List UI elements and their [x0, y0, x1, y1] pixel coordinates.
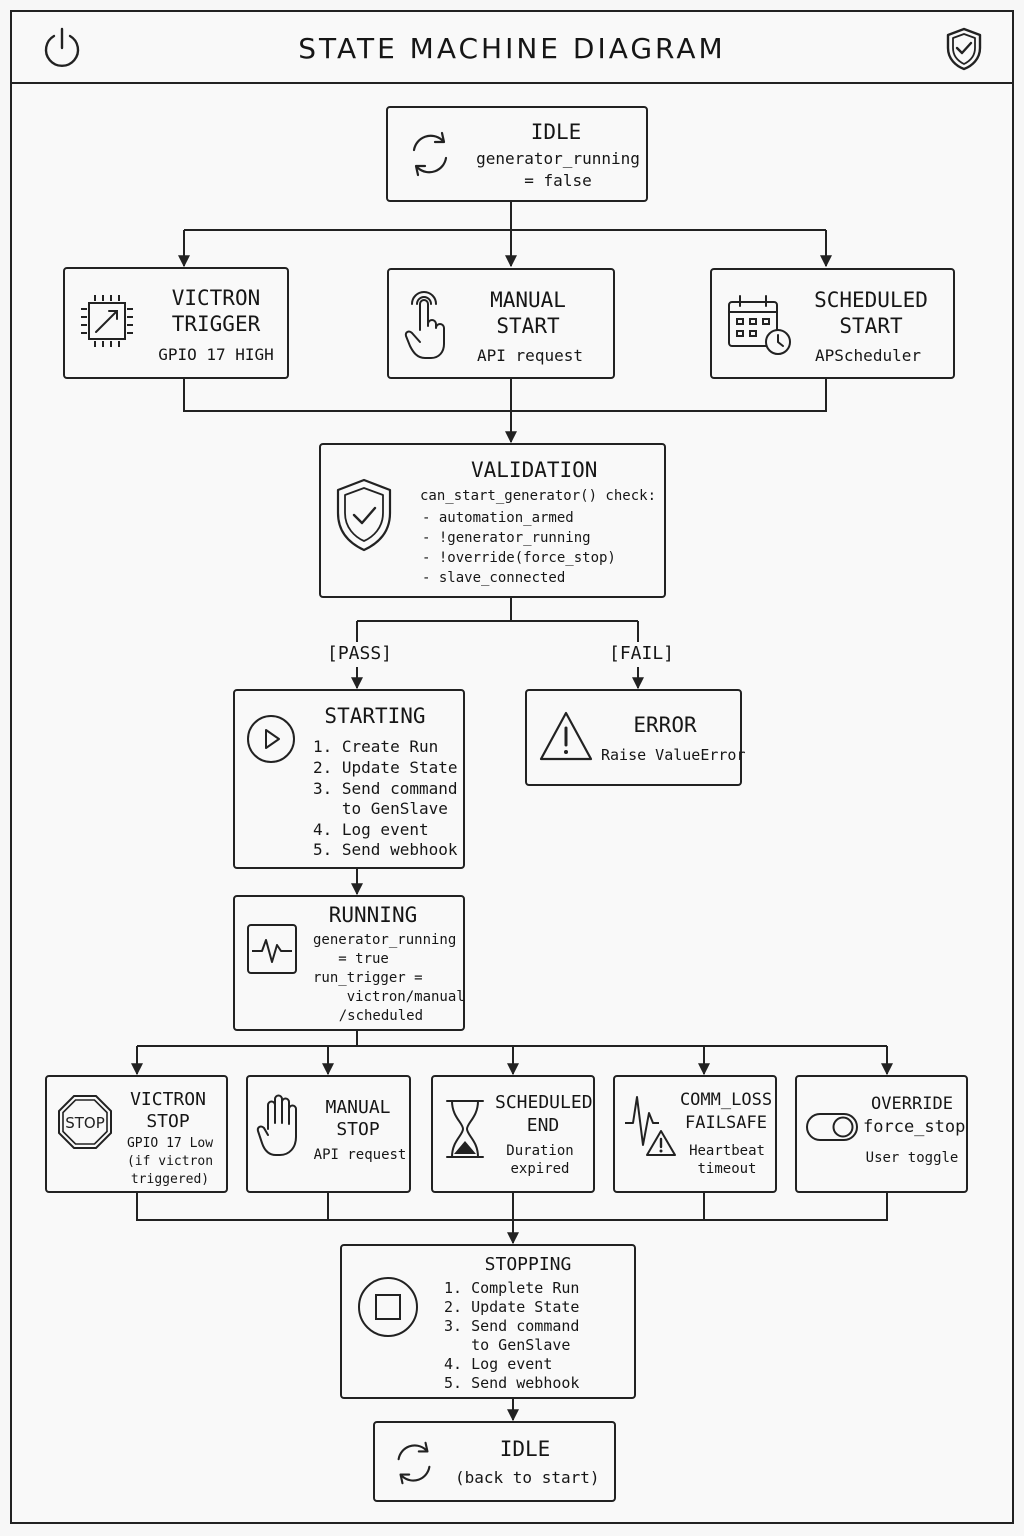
- state-title: MANUAL STOP: [325, 1097, 391, 1140]
- running-detail: = true: [313, 951, 389, 967]
- state-manual-stop: MANUAL STOP API request: [246, 1075, 411, 1193]
- state-scheduled-end: SCHEDULED END Duration expired: [431, 1075, 595, 1193]
- state-running: RUNNING generator_running = true run_tri…: [233, 895, 465, 1031]
- step-item: to GenSlave: [444, 1336, 571, 1354]
- state-detail: APScheduler: [815, 346, 921, 365]
- state-victron-stop: STOP VICTRON STOP GPIO 17 Low (if victro…: [45, 1075, 228, 1193]
- state-title: IDLE: [530, 120, 582, 144]
- state-scheduled-start: SCHEDULED START APScheduler: [710, 268, 955, 379]
- page-title: STATE MACHINE DIAGRAM: [298, 32, 726, 65]
- running-detail: run_trigger =: [313, 970, 423, 986]
- state-detail: API request: [477, 346, 583, 365]
- diagram-header: STATE MACHINE DIAGRAM: [10, 10, 1014, 84]
- validation-check: - slave_connected: [422, 570, 566, 586]
- state-error: ERROR Raise ValueError: [525, 689, 746, 786]
- state-title: VICTRON TRIGGER: [171, 286, 261, 336]
- chip-icon: [81, 295, 133, 347]
- play-icon: [247, 715, 295, 763]
- state-comm-loss-failsafe: COMM_LOSS FAILSAFE Heartbeat timeout: [613, 1075, 777, 1193]
- calendar-clock-icon: [728, 295, 791, 355]
- state-title: VALIDATION: [471, 458, 598, 482]
- state-title: RUNNING: [328, 903, 418, 927]
- hand-icon: [256, 1094, 297, 1156]
- state-title: IDLE: [499, 1437, 551, 1461]
- validation-check: - !override(force_stop): [422, 550, 616, 566]
- running-detail: victron/manual: [313, 989, 465, 1005]
- shield-check-icon: [946, 27, 982, 71]
- validation-check: - !generator_running: [422, 530, 591, 546]
- state-title: STOPPING: [484, 1254, 572, 1275]
- state-detail: Heartbeat timeout: [689, 1143, 765, 1177]
- state-idle-return: IDLE (back to start): [373, 1421, 616, 1502]
- stop-icon: [358, 1277, 418, 1337]
- edge-label-fail: [FAIL]: [609, 643, 675, 664]
- state-detail: (back to start): [455, 1468, 600, 1487]
- running-detail: /scheduled: [305, 1008, 424, 1024]
- state-title: COMM_LOSS FAILSAFE: [679, 1090, 773, 1133]
- edge-label-pass: [PASS]: [327, 643, 393, 664]
- state-detail: GPIO 17 HIGH: [158, 345, 274, 364]
- pulse-icon: [247, 924, 297, 974]
- state-detail: User toggle: [865, 1150, 959, 1166]
- step-item: 3. Send command: [444, 1317, 580, 1335]
- state-victron-trigger: VICTRON TRIGGER GPIO 17 HIGH: [63, 267, 289, 379]
- state-idle: IDLE generator_running = false: [386, 106, 648, 202]
- state-stopping: STOPPING 1. Complete Run 2. Update State…: [340, 1244, 636, 1399]
- validation-check: can_start_generator() check:: [420, 488, 657, 504]
- svg-text:STOP: STOP: [65, 1114, 105, 1132]
- state-title: MANUAL START: [490, 288, 566, 338]
- state-title: STARTING: [324, 704, 426, 728]
- state-manual-start: MANUAL START API request: [387, 268, 615, 379]
- state-starting: STARTING 1. Create Run 2. Update State 3…: [233, 689, 465, 869]
- state-validation: VALIDATION can_start_generator() check: …: [319, 443, 666, 598]
- running-detail: generator_running: [313, 932, 457, 948]
- hourglass-icon: [446, 1100, 484, 1158]
- state-detail: Duration expired: [506, 1143, 574, 1177]
- step-item: 4. Log event: [444, 1355, 553, 1373]
- state-detail: GPIO 17 Low (if victron triggered): [126, 1136, 214, 1187]
- toggle-icon: [806, 1113, 858, 1141]
- validation-check: - automation_armed: [422, 510, 574, 526]
- state-detail: generator_running = false: [476, 149, 640, 190]
- pulse-warning-icon: [625, 1096, 676, 1156]
- warning-icon: [539, 711, 593, 761]
- step-item: 5. Send webhook: [313, 840, 458, 859]
- power-icon: [44, 27, 80, 68]
- refresh-icon: [412, 131, 448, 177]
- state-title: SCHEDULED END: [495, 1092, 593, 1136]
- step-item: 4. Log event: [313, 820, 429, 839]
- step-item: 5. Send webhook: [444, 1374, 580, 1392]
- state-title: VICTRON STOP: [130, 1089, 206, 1132]
- step-item: to GenSlave: [313, 799, 448, 818]
- shield-check-icon: [336, 478, 392, 552]
- state-title: OVERRIDE force_stop: [863, 1094, 966, 1137]
- refresh-icon: [397, 1441, 431, 1485]
- step-item: 1. Complete Run: [444, 1279, 580, 1297]
- step-item: 2. Update State: [444, 1298, 580, 1316]
- stop-sign-icon: STOP: [58, 1095, 112, 1149]
- state-detail: Raise ValueError: [601, 746, 746, 764]
- state-title: SCHEDULED START: [814, 288, 928, 338]
- state-title: ERROR: [633, 713, 697, 737]
- step-item: 2. Update State: [313, 758, 458, 777]
- hand-pointer-icon: [404, 291, 445, 359]
- state-detail: API request: [313, 1147, 407, 1163]
- state-override: OVERRIDE force_stop User toggle: [795, 1075, 968, 1193]
- step-item: 3. Send command: [313, 779, 458, 798]
- step-item: 1. Create Run: [313, 737, 439, 756]
